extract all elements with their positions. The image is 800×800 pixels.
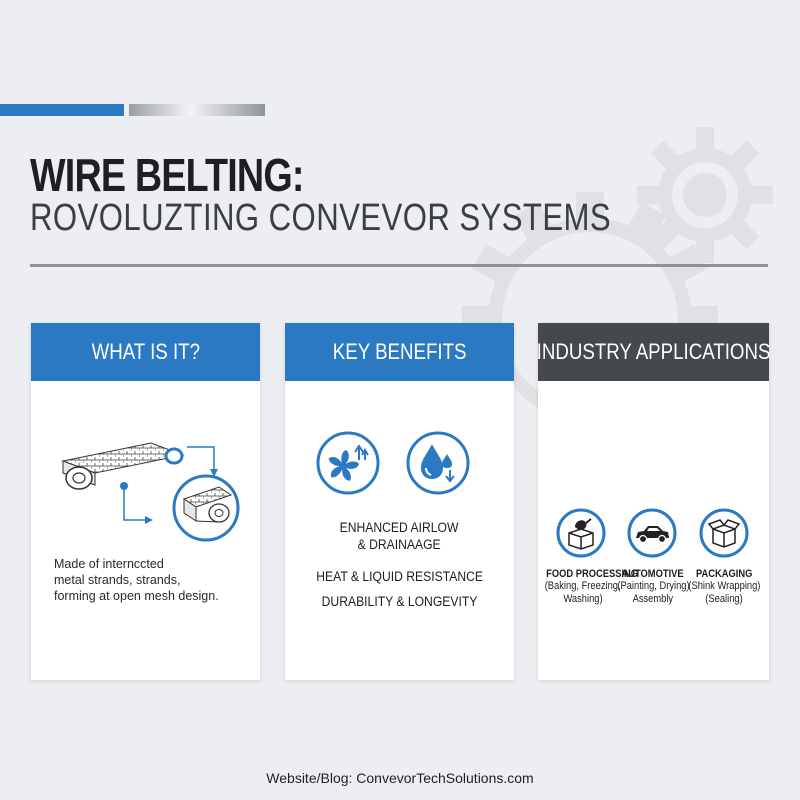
title-divider [30, 264, 768, 267]
airflow-fan-icon [316, 431, 380, 495]
card-heading: WHAT IS IT? [31, 323, 260, 381]
benefit-airflow: ENHANCED AIRLOW [340, 520, 459, 535]
accent-bar-grey [129, 104, 265, 116]
benefit-heat-resistance: HEAT & LIQUID RESISTANCE [316, 569, 483, 584]
description-text: Made of internccted metal strands, stran… [54, 557, 219, 603]
application-automotive: AUTOMOTIVE (Painting, Drying) Assembly [616, 568, 690, 605]
page-title: WIRE BELTING: [30, 149, 304, 201]
card-what-is-it: WHAT IS IT? Made of internccted metal st… [31, 323, 260, 680]
food-box-icon [556, 508, 606, 558]
car-icon [627, 508, 677, 558]
benefit-airflow-cont: & DRAINAAGE [357, 537, 442, 552]
accent-bar-blue [0, 104, 124, 116]
page-subtitle: ROVOLUZTING CONVEVOR SYSTEMS [30, 197, 612, 239]
card-heading: INDUSTRY APPLICATIONS [537, 323, 770, 381]
benefit-durability: DURABILITY & LONGEVITY [321, 594, 478, 609]
application-packaging: PACKAGING (Shink Wrapping) (Sealing) [687, 568, 761, 605]
card-heading: KEY BENEFITS [285, 323, 514, 381]
card-key-benefits: KEY BENEFITS ENHANCED AIRLOW & DRAINAAGE… [285, 323, 514, 680]
conveyor-belt-icon [61, 442, 240, 542]
package-icon [699, 508, 749, 558]
footer-website: Website/Blog: ConvevorTechSolutions.com [266, 770, 534, 786]
application-food-processing: FOOD PROCESSING (Baking, Freezing, Washi… [545, 568, 639, 605]
water-drop-icon [406, 431, 470, 495]
card-industry-applications: INDUSTRY APPLICATIONS FOOD PROCESSING (B… [537, 323, 770, 680]
